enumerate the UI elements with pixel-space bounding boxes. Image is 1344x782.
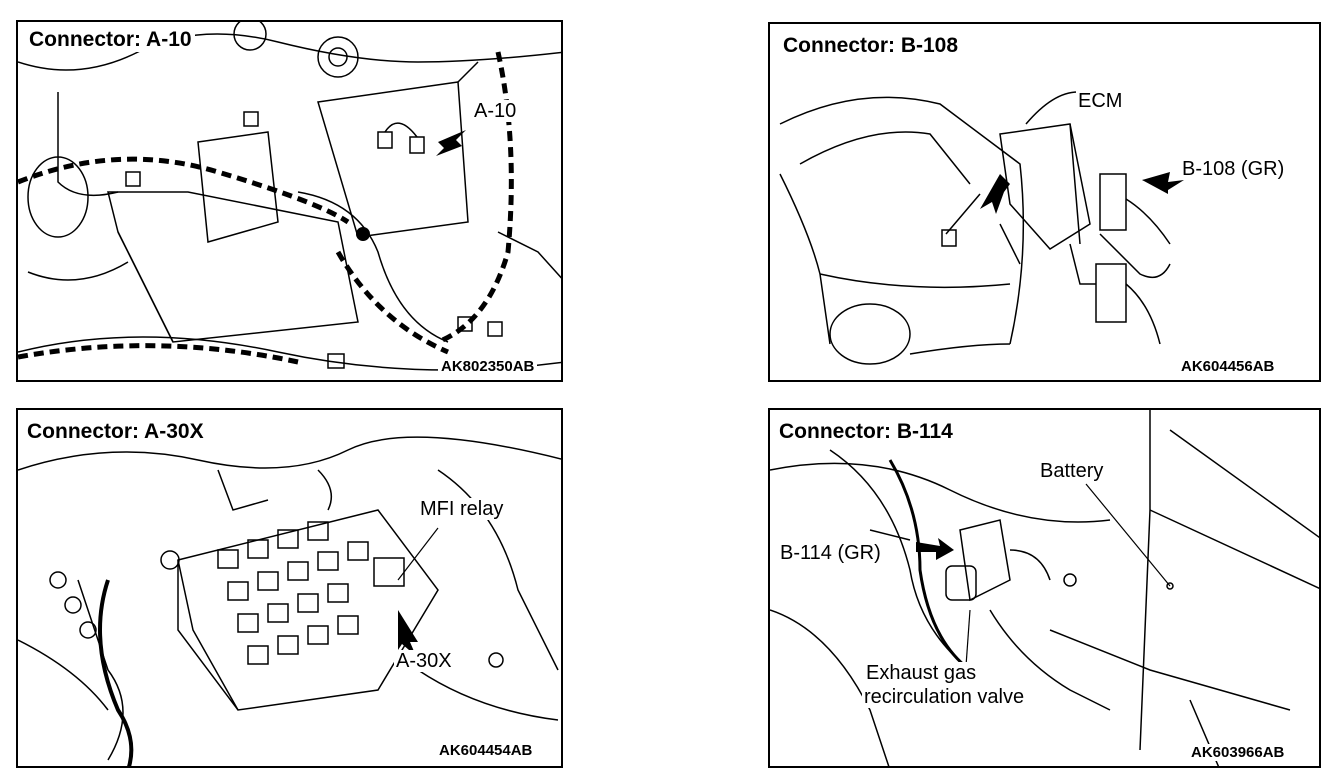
a30x-pointer-arrow	[398, 610, 418, 656]
car-ecm-illustration-b108	[779, 91, 1184, 365]
label-b114: B-114 (GR)	[778, 542, 883, 564]
figure-code: AK604456AB	[1178, 358, 1278, 375]
label-exhaust-gas: Exhaust gas	[864, 662, 979, 684]
label-ecm: ECM	[1076, 90, 1125, 112]
panel-title: Connector: A-30X	[24, 420, 207, 444]
label-recirculation-valve: recirculation valve	[862, 686, 1027, 708]
label-b108: B-108 (GR)	[1180, 158, 1287, 180]
label-a30x: A-30X	[394, 650, 454, 672]
panel-connector-a30x: Connector: A-30X MFI relay A-30X AK60445…	[16, 408, 563, 768]
label-mfi-relay: MFI relay	[418, 498, 506, 520]
engine-bay-illustration-a10	[18, 22, 561, 371]
panel-connector-a10: Connector: A-10 A-10 AK802350AB	[16, 20, 563, 382]
relay-box-illustration-a30x	[18, 436, 561, 766]
panel-connector-b114: Connector: B-114 Battery B-114 (GR) Exha…	[768, 408, 1321, 768]
b108-pointer-arrow	[1142, 172, 1184, 194]
panel-title: Connector: A-10	[26, 28, 195, 52]
label-battery: Battery	[1038, 460, 1106, 482]
a10-pointer-arrow	[436, 130, 466, 156]
panel-connector-b108: Connector: B-108 ECM B-108 (GR) AK604456…	[768, 22, 1321, 382]
egr-valve-illustration-b114	[770, 410, 1319, 766]
ecm-pointer-arrow	[980, 174, 1010, 214]
panel-title: Connector: B-108	[780, 34, 962, 58]
label-a10: A-10	[472, 100, 519, 122]
panel-title: Connector: B-114	[776, 420, 956, 444]
b114-pointer-arrow	[916, 538, 954, 560]
figure-code: AK604454AB	[436, 742, 536, 759]
figure-code: AK603966AB	[1188, 744, 1288, 761]
figure-code: AK802350AB	[438, 358, 538, 375]
